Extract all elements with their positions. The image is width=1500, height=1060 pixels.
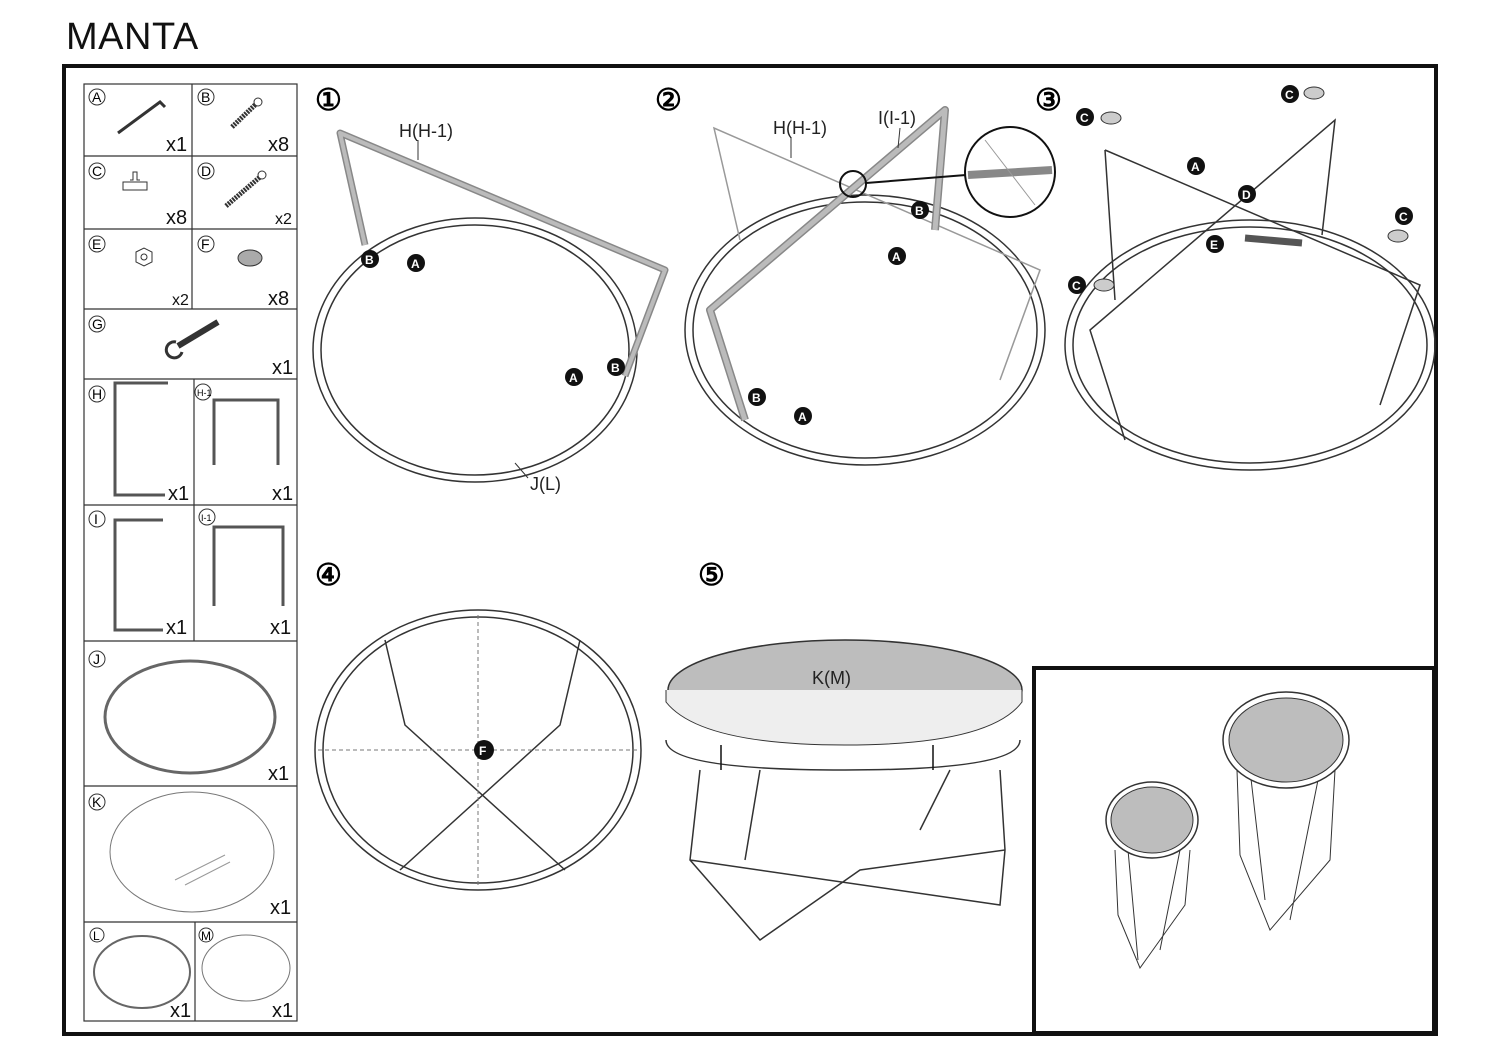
svg-text:x1: x1	[170, 1000, 191, 1022]
glass-top-k-icon	[109, 791, 275, 913]
svg-text:x2: x2	[172, 292, 189, 309]
svg-text:A: A	[1191, 160, 1200, 174]
nut-icon	[135, 247, 153, 267]
svg-text:A: A	[411, 257, 420, 271]
outer-frame	[62, 64, 1438, 1036]
part-L: L x1	[89, 927, 191, 1022]
svg-text:H-1: H-1	[197, 388, 212, 398]
svg-text:x1: x1	[270, 897, 291, 919]
step-2: ② H(H-1) I(I-1) B A B A	[655, 84, 1056, 466]
svg-text:x8: x8	[166, 207, 187, 229]
svg-text:A: A	[798, 410, 807, 424]
svg-text:A: A	[569, 371, 578, 385]
part-M: M x1	[198, 927, 293, 1022]
cover-cap-icon	[237, 249, 263, 267]
svg-text:x1: x1	[166, 617, 187, 639]
svg-text:L: L	[93, 929, 100, 943]
part-B: B x8	[197, 88, 289, 156]
svg-text:F: F	[201, 236, 210, 252]
svg-text:J: J	[93, 651, 100, 667]
svg-text:G: G	[92, 316, 103, 332]
svg-text:E: E	[1210, 238, 1218, 252]
svg-text:④: ④	[315, 559, 342, 592]
svg-text:F: F	[479, 744, 486, 758]
svg-text:x1: x1	[166, 134, 187, 156]
svg-text:x8: x8	[268, 288, 289, 310]
svg-text:H(H-1): H(H-1)	[399, 121, 453, 141]
svg-text:x8: x8	[268, 134, 289, 156]
frame-i1-icon	[212, 525, 285, 606]
part-D: D x2	[197, 162, 292, 228]
svg-text:C: C	[1072, 279, 1081, 293]
step-1: ① H(H-1) J(L) B A A B	[312, 84, 669, 494]
svg-text:C: C	[1399, 210, 1408, 224]
svg-text:D: D	[1242, 188, 1251, 202]
long-bolt-icon	[224, 175, 262, 208]
svg-text:x1: x1	[268, 763, 289, 785]
step-5: ⑤ K(M)	[665, 559, 1023, 942]
svg-text:x1: x1	[272, 357, 293, 379]
svg-text:C: C	[92, 163, 102, 179]
svg-text:K(M): K(M)	[812, 668, 851, 688]
svg-text:C: C	[1285, 88, 1294, 102]
svg-text:⑤: ⑤	[698, 559, 725, 592]
svg-text:D: D	[201, 163, 211, 179]
svg-text:K: K	[92, 794, 102, 810]
svg-text:x1: x1	[272, 483, 293, 505]
svg-text:M: M	[201, 929, 211, 943]
svg-text:A: A	[92, 89, 102, 105]
svg-text:x1: x1	[272, 1000, 293, 1022]
svg-text:J(L): J(L)	[530, 474, 561, 494]
part-I: I x1	[88, 510, 187, 639]
part-F: F x8	[197, 235, 289, 310]
part-I-1: I-1 x1	[198, 508, 291, 639]
glass-top-m-icon	[201, 934, 291, 1002]
svg-text:x1: x1	[270, 617, 291, 639]
part-K: K x1	[88, 791, 291, 919]
foot-glide-icon	[122, 171, 148, 191]
part-H: H x1	[88, 381, 189, 505]
part-A: A x1	[88, 88, 187, 156]
svg-text:①: ①	[315, 84, 342, 117]
svg-text:②: ②	[655, 84, 682, 117]
svg-text:I(I-1): I(I-1)	[878, 108, 916, 128]
part-H-1: H-1 x1	[194, 383, 293, 505]
svg-text:B: B	[201, 89, 210, 105]
product-title: MANTA	[66, 16, 199, 58]
svg-text:I-1: I-1	[201, 513, 212, 523]
svg-text:x1: x1	[168, 483, 189, 505]
finished-product-inset	[1032, 666, 1436, 1035]
frame-i-icon	[113, 518, 163, 632]
svg-text:H: H	[92, 386, 102, 402]
svg-text:x2: x2	[275, 211, 292, 228]
svg-text:B: B	[915, 204, 924, 218]
svg-text:B: B	[752, 391, 761, 405]
step-3: ③ C C C C A D E	[1035, 84, 1436, 471]
svg-text:③: ③	[1035, 84, 1062, 117]
svg-text:E: E	[92, 236, 101, 252]
wrench-icon	[176, 319, 220, 349]
part-C: C x8	[88, 162, 187, 229]
part-G: G x1	[88, 315, 293, 379]
frame-h-icon	[113, 381, 168, 497]
svg-text:A: A	[892, 250, 901, 264]
svg-text:B: B	[611, 361, 620, 375]
svg-text:B: B	[365, 253, 374, 267]
bolt-icon	[230, 102, 258, 129]
parts-list	[83, 83, 298, 1022]
svg-text:C: C	[1080, 111, 1089, 125]
step-4: ④ F	[314, 559, 642, 891]
allen-key-icon	[117, 100, 167, 135]
frame-h1-icon	[212, 398, 280, 465]
ring-j-icon	[103, 659, 277, 775]
part-J: J x1	[88, 650, 289, 785]
svg-text:H(H-1): H(H-1)	[773, 118, 827, 138]
svg-text:I: I	[94, 511, 98, 527]
ring-l-icon	[93, 935, 191, 1009]
part-E: E x2	[88, 235, 189, 309]
